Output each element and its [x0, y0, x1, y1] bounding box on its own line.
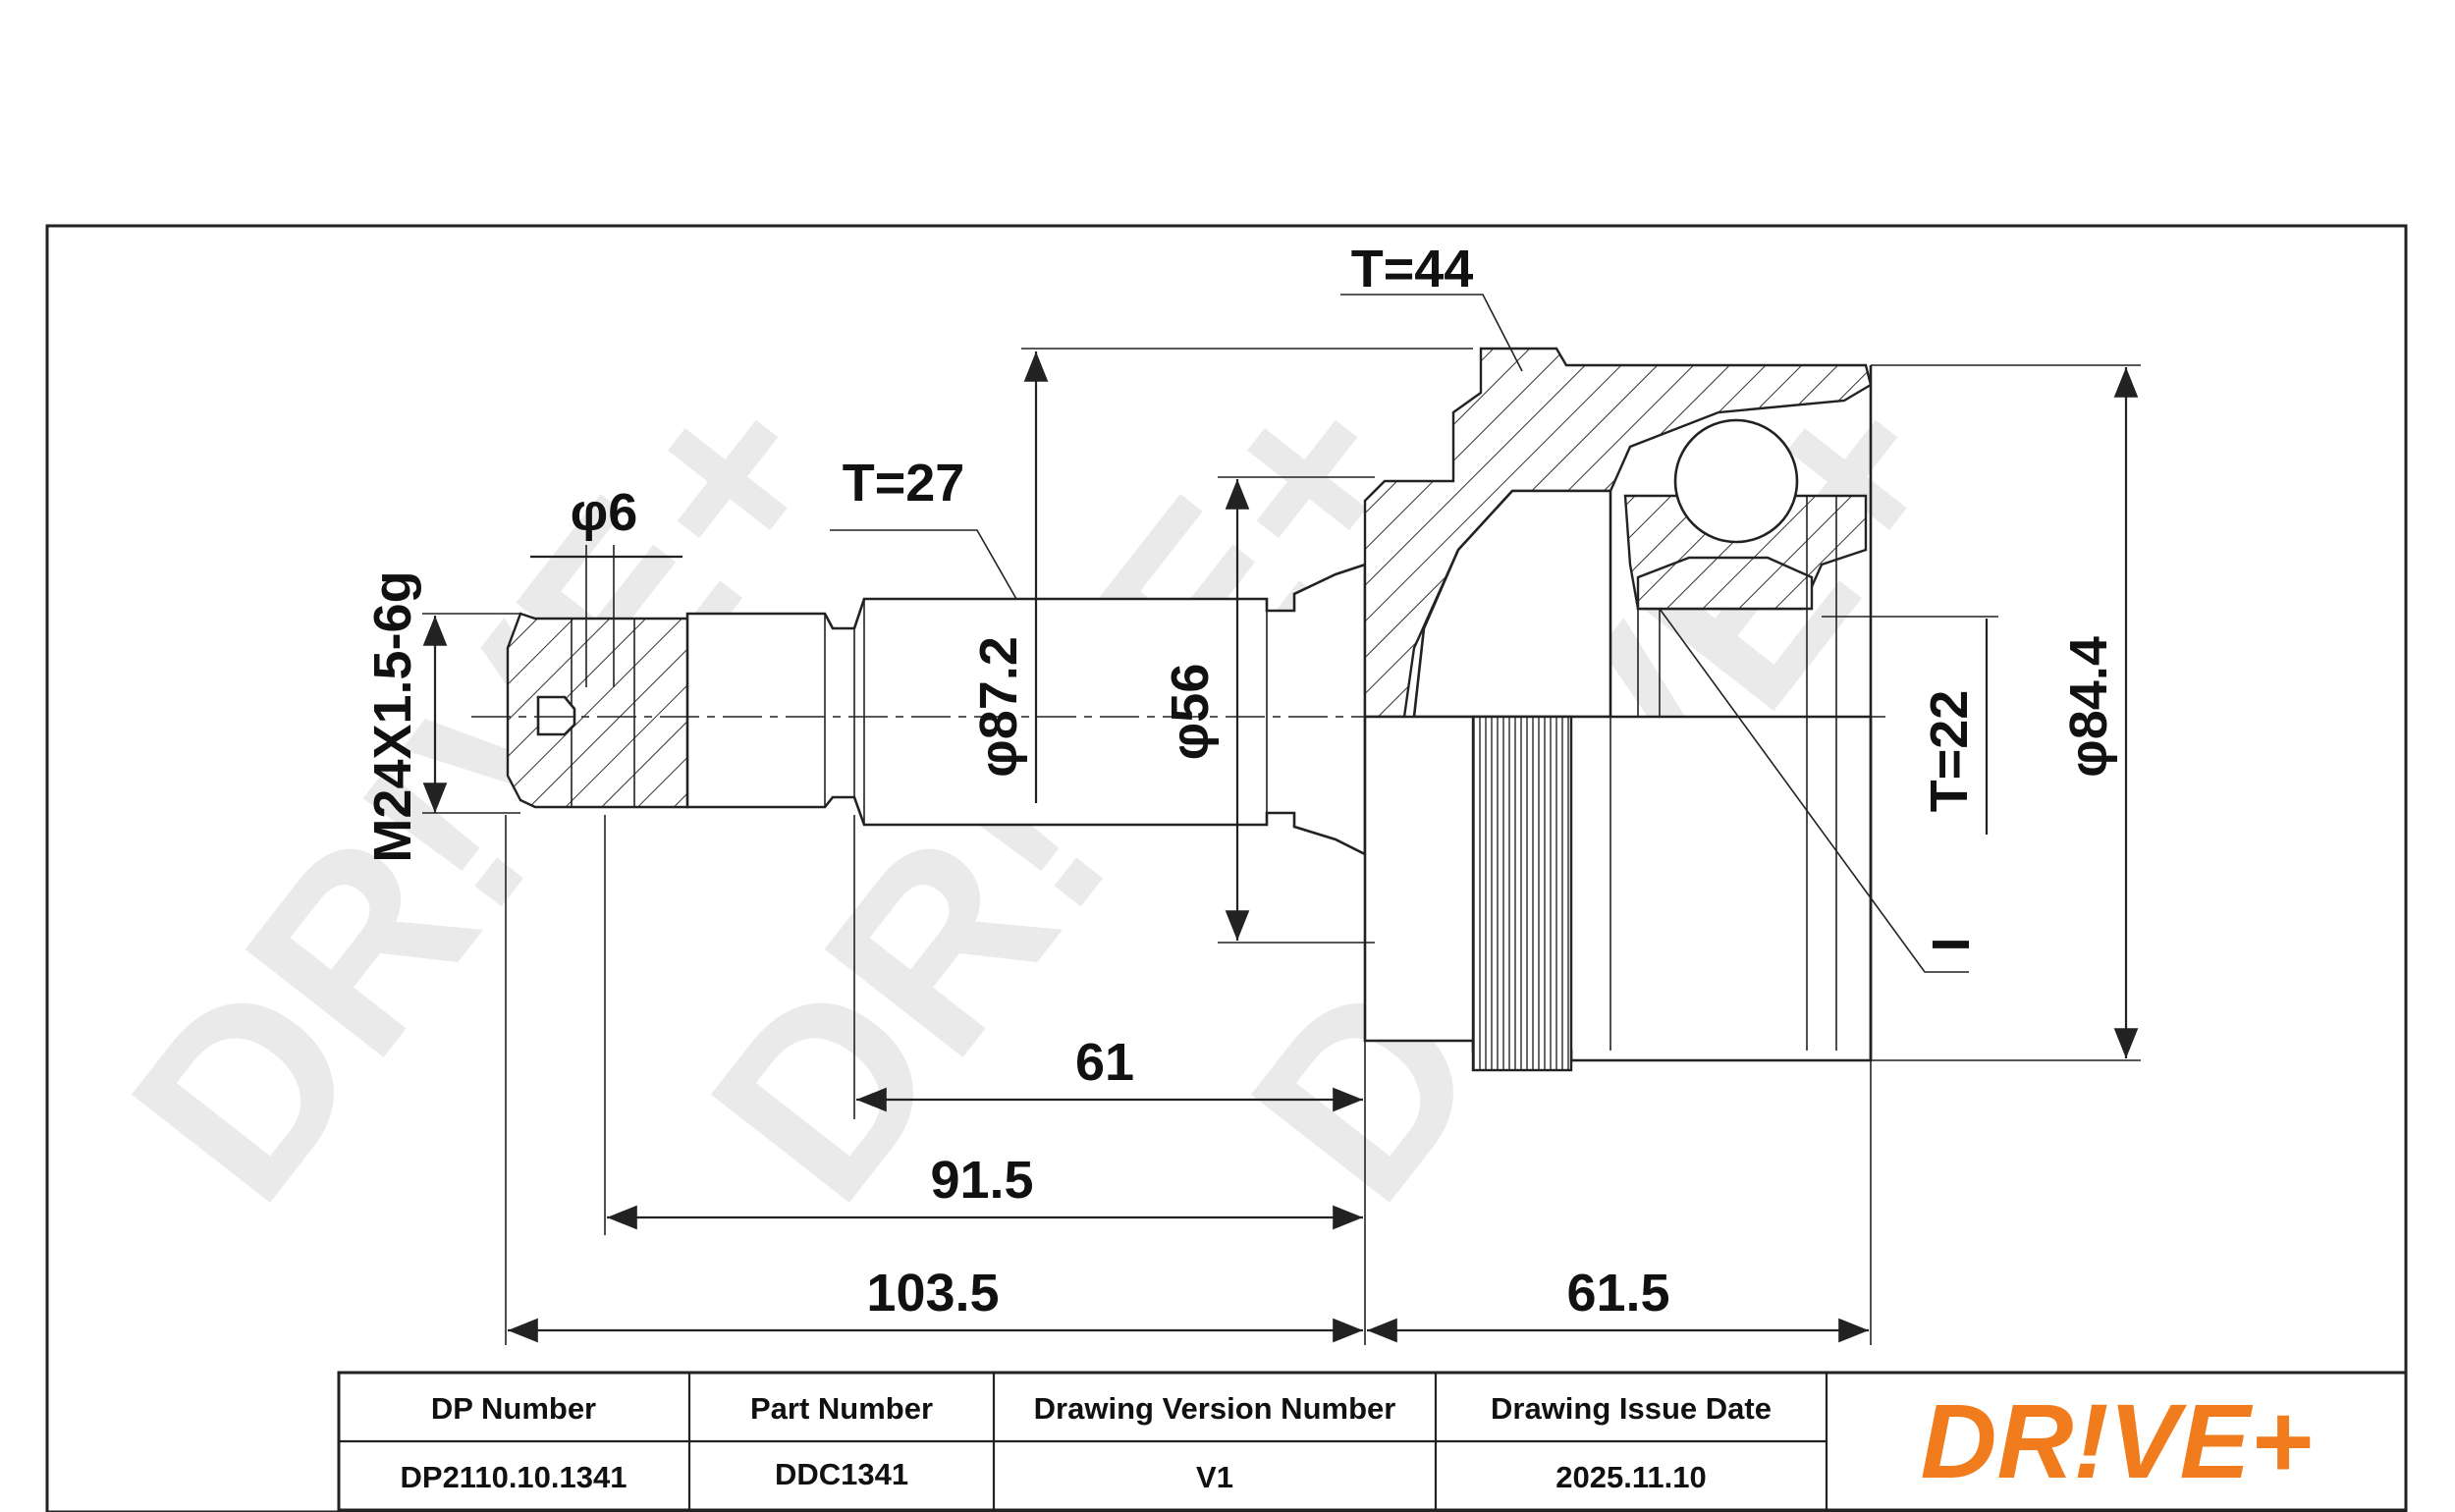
value-issue-date: 2025.11.10	[1555, 1460, 1706, 1494]
label-t27: T=27	[843, 454, 965, 513]
leader-i	[1659, 608, 1969, 973]
header-version: Drawing Version Number	[1034, 1391, 1396, 1426]
brand-logo: DR!VE+	[1920, 1381, 2312, 1500]
label-phi56: φ56	[1161, 664, 1220, 761]
label-103-5: 103.5	[866, 1264, 999, 1323]
value-dp-number: DP2110.10.1341	[401, 1460, 627, 1494]
dimension-lines	[422, 294, 2141, 1345]
header-dp-number: DP Number	[431, 1391, 596, 1426]
label-61: 61	[1075, 1033, 1134, 1092]
value-version: V1	[1196, 1460, 1233, 1494]
housing-lower	[1363, 715, 1873, 1062]
label-phi84: φ84.4	[2059, 636, 2118, 778]
dimension-labels: M24X1.5-6g φ6 T=27 T=44 φ87.2 φ56 T=22 φ…	[363, 240, 2118, 1323]
drawing-frame	[45, 224, 2408, 1512]
thread-hole	[536, 695, 576, 736]
housing-upper-section	[1363, 347, 1873, 719]
label-phi6: φ6	[571, 483, 638, 542]
label-t22: T=22	[1920, 690, 1979, 813]
housing-part	[1363, 347, 1873, 1072]
leader-t27	[830, 529, 1017, 600]
label-61-5: 61.5	[1566, 1264, 1669, 1323]
label-i: I	[1922, 937, 1981, 951]
label-thread: M24X1.5-6g	[363, 570, 422, 862]
header-issue-date: Drawing Issue Date	[1491, 1391, 1772, 1426]
leader-t44	[1340, 294, 1523, 372]
value-part-number: DDC1341	[775, 1457, 908, 1491]
label-t44: T=44	[1351, 240, 1474, 298]
title-block: DP Number Part Number Drawing Version Nu…	[337, 1371, 2408, 1512]
label-phi87: φ87.2	[969, 636, 1028, 778]
shaft-part	[506, 563, 1367, 857]
label-91-5: 91.5	[930, 1151, 1033, 1210]
header-part-number: Part Number	[750, 1391, 933, 1426]
abs-ring	[1471, 715, 1573, 1072]
ball	[1673, 418, 1799, 544]
